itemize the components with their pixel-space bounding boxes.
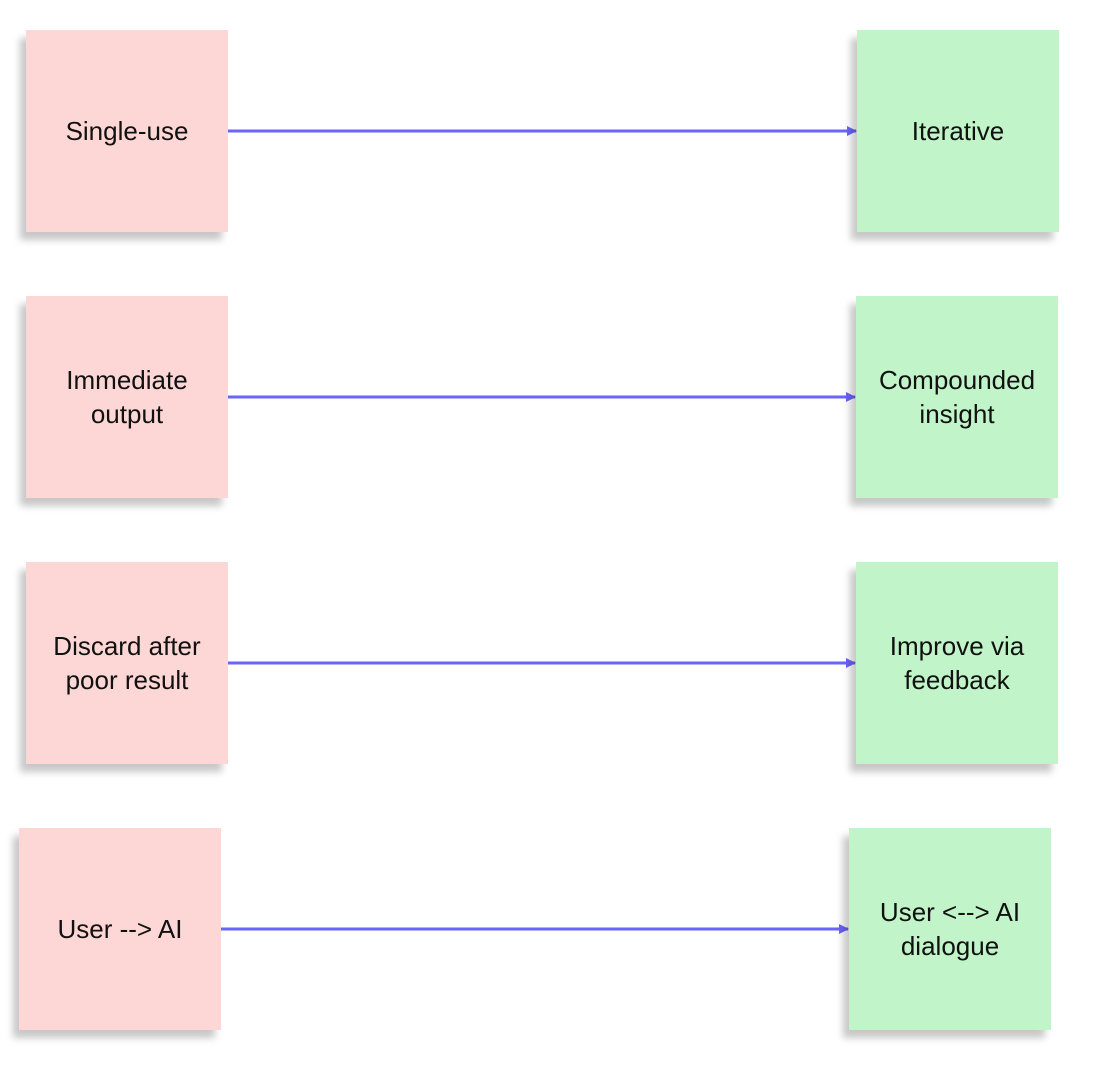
to-note-improve-via-feedback[interactable]: Improve via feedback — [856, 562, 1058, 764]
to-note-label: Compounded insight — [878, 365, 1036, 429]
from-note-label: Discard after poor result — [53, 631, 201, 695]
from-note-immediate-output[interactable]: Immediate output — [26, 296, 228, 498]
to-note-label: User <--> AI dialogue — [879, 897, 1021, 961]
from-note-discard-after-poor-result[interactable]: Discard after poor result — [26, 562, 228, 764]
from-note-label: Immediate output — [66, 365, 188, 429]
to-note-label: Iterative — [911, 116, 1005, 146]
from-note-single-use[interactable]: Single-use — [26, 30, 228, 232]
to-note-iterative[interactable]: Iterative — [857, 30, 1059, 232]
from-note-label: Single-use — [65, 116, 189, 146]
from-note-user-to-ai[interactable]: User --> AI — [19, 828, 221, 1030]
to-note-compounded-insight[interactable]: Compounded insight — [856, 296, 1058, 498]
from-note-label: User --> AI — [57, 914, 183, 944]
to-note-label: Improve via feedback — [889, 631, 1025, 695]
to-note-user-ai-dialogue[interactable]: User <--> AI dialogue — [849, 828, 1051, 1030]
